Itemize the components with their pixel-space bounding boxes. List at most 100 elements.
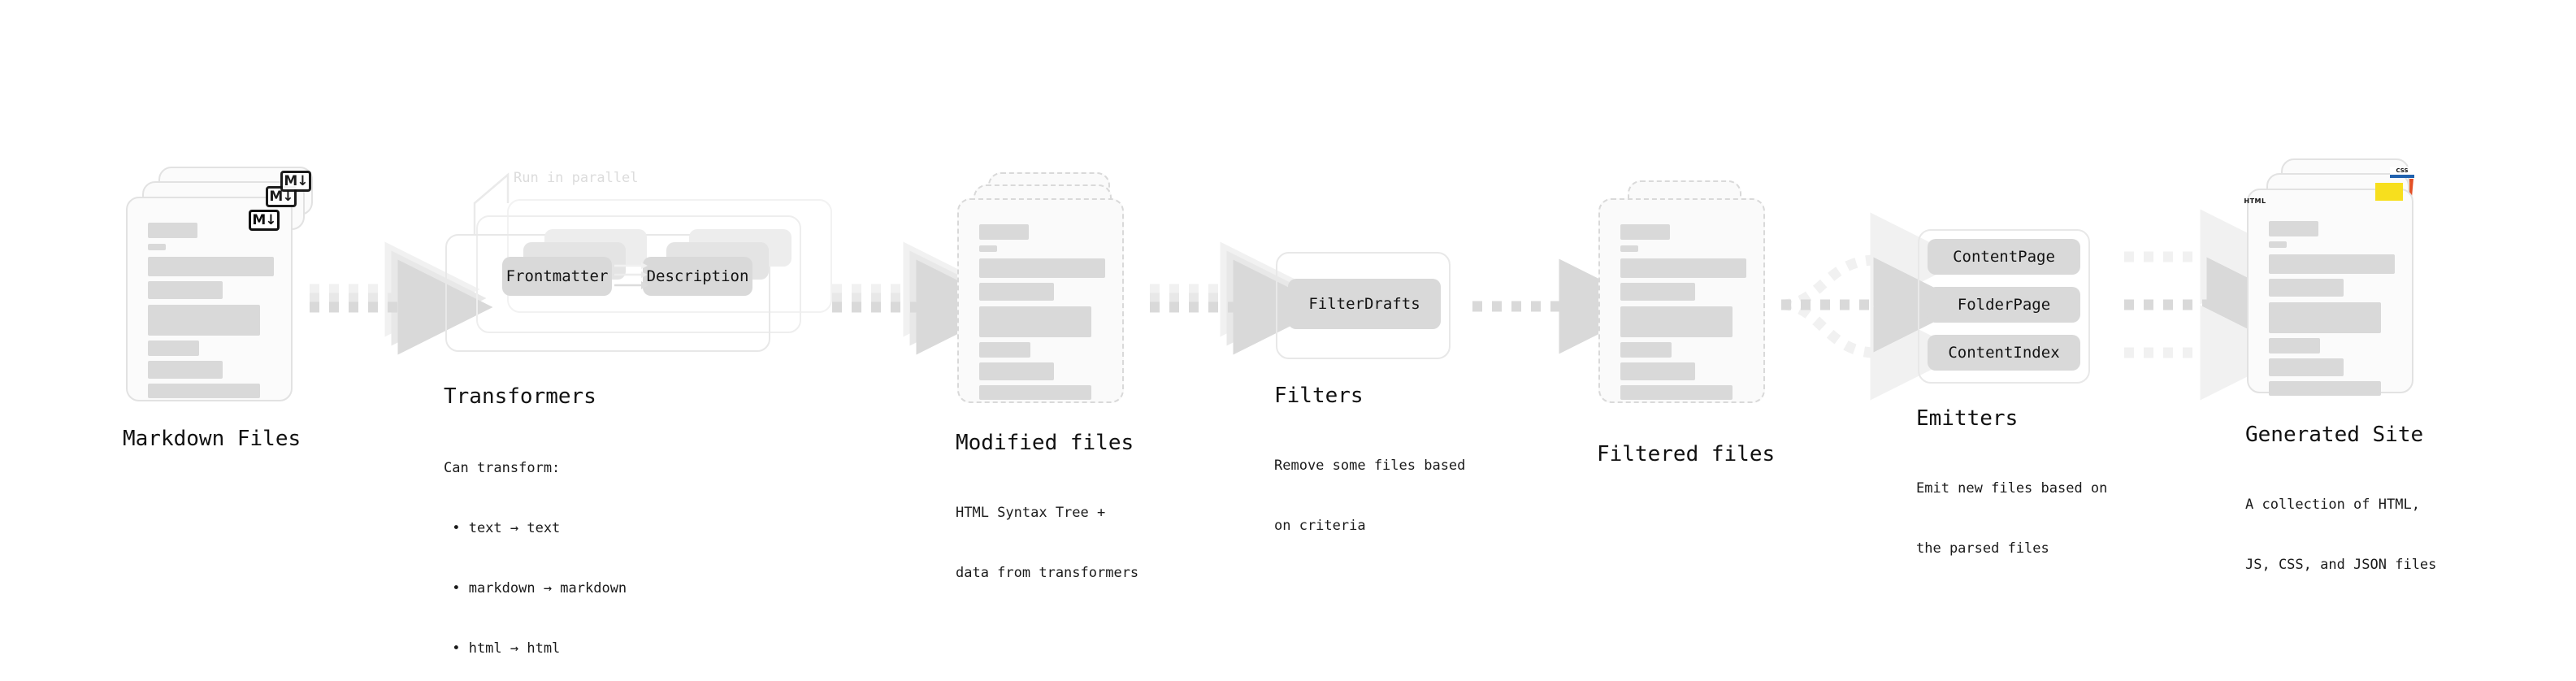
placeholder-bar <box>148 281 223 299</box>
placeholder-bar <box>1620 224 1670 240</box>
stage-title-emitters: Emitters <box>1916 406 2019 431</box>
placeholder-bar <box>148 340 199 356</box>
emitters-group-stack: ContentPage FolderPage ContentIndex <box>1918 229 2092 384</box>
placeholder-bar <box>2269 279 2344 297</box>
modified-caption-line-1: data from transformers <box>956 565 1139 582</box>
generated-caption-line-1: JS, CSS, and JSON files <box>2245 557 2437 574</box>
filters-group-stack: FilterDrafts <box>1276 252 1451 362</box>
placeholder-bar <box>1620 342 1672 358</box>
markdown-card-content <box>128 198 291 400</box>
placeholder-bar <box>979 385 1091 400</box>
connector-transformers-to-modified <box>832 241 1012 355</box>
transformers-caption-line-1: • text → text <box>444 520 561 537</box>
placeholder-bar <box>2269 241 2287 248</box>
emitters-chip-contentpage[interactable]: ContentPage <box>1928 239 2080 275</box>
transformer-inner-arrows <box>614 262 648 289</box>
stage-title-modified-files: Modified files <box>956 431 1134 455</box>
emitters-chip-folderpage[interactable]: FolderPage <box>1928 287 2080 323</box>
js-icon <box>2375 183 2403 201</box>
placeholder-bar <box>1620 258 1746 278</box>
markdown-icon-back: M↓ <box>280 171 311 192</box>
placeholder-bar <box>148 305 260 336</box>
transformer-box-mid <box>476 215 801 333</box>
emitters-caption-line-1: the parsed files <box>1916 540 2049 557</box>
stage-caption-emitters: Emit new files based on the parsed files <box>1916 439 2107 599</box>
stage-title-filters: Filters <box>1274 384 1364 408</box>
emitters-chip-contentindex[interactable]: ContentIndex <box>1928 335 2080 371</box>
placeholder-bar <box>2269 381 2381 396</box>
html5-icon-text: HTML <box>2244 197 2266 205</box>
transformer-chip-frontmatter[interactable]: Frontmatter <box>502 257 612 296</box>
generated-card-content <box>2249 190 2412 396</box>
placeholder-bar <box>2269 338 2320 354</box>
placeholder-bar <box>979 342 1030 358</box>
stage-caption-transformers: Can transform: • text → text • markdown … <box>444 419 627 681</box>
modified-card-front <box>957 198 1124 403</box>
transformers-caption-line-3: • html → html <box>444 640 561 657</box>
transformer-chip-description[interactable]: Description <box>643 257 752 296</box>
stage-caption-generated-site: A collection of HTML, JS, CSS, and JSON … <box>2245 455 2436 615</box>
stage-title-filtered-files: Filtered files <box>1597 442 1776 466</box>
stage-modified-files: Modified files HTML Syntax Tree + data f… <box>956 172 1138 581</box>
stage-generated-site: HTML CSS Generated Site A collection of … <box>2244 158 2436 573</box>
html5-icon-label: HTML <box>2239 198 2271 236</box>
css3-icon-underline <box>2390 175 2414 178</box>
filters-box <box>1276 252 1451 359</box>
placeholder-bar <box>1620 245 1638 252</box>
placeholder-bar <box>2269 254 2395 274</box>
transformers-caption-line-0: Can transform: <box>444 460 561 477</box>
placeholder-bar <box>979 245 997 252</box>
transformer-group-stack: Frontmatter Description <box>445 199 832 362</box>
connector-emitters-to-site <box>2124 209 2302 401</box>
filters-caption-line-1: on criteria <box>1274 518 1366 535</box>
filtered-card-content <box>1600 200 1763 401</box>
transformers-caption-line-2: • markdown → markdown <box>444 580 627 597</box>
stage-filtered-files: Filtered files <box>1597 180 1775 466</box>
stage-title-generated-site: Generated Site <box>2245 423 2424 447</box>
generated-caption-line-0: A collection of HTML, <box>2245 497 2420 514</box>
placeholder-bar <box>2269 221 2318 236</box>
stage-title-markdown-files: Markdown Files <box>123 427 301 451</box>
connector-modified-to-filters <box>1150 241 1329 355</box>
filters-caption-line-0: Remove some files based <box>1274 458 1466 475</box>
markdown-icon: M↓ <box>249 210 280 231</box>
modified-file-stack <box>957 172 1136 416</box>
placeholder-bar <box>148 361 223 379</box>
placeholder-bar <box>979 306 1091 337</box>
generated-site-stack: HTML CSS <box>2244 158 2434 410</box>
placeholder-bar <box>148 223 197 238</box>
stage-caption-filters: Remove some files based on criteria <box>1274 416 1465 576</box>
placeholder-bar <box>1620 306 1733 337</box>
placeholder-bar <box>2269 302 2381 333</box>
emitters-caption-line-0: Emit new files based on <box>1916 480 2108 497</box>
connector-filtered-to-emitters <box>1780 212 1969 401</box>
placeholder-bar <box>979 224 1029 240</box>
stage-title-transformers: Transformers <box>444 384 596 409</box>
filtered-card-front <box>1598 198 1765 403</box>
filters-chip-filterdrafts[interactable]: FilterDrafts <box>1288 279 1441 329</box>
run-in-parallel-annotation: Run in parallel <box>514 170 639 186</box>
transformer-box-back <box>507 199 832 313</box>
placeholder-bar <box>979 258 1105 278</box>
placeholder-bar <box>2269 358 2344 376</box>
stage-markdown-files: M↓ M↓ M↓ Markdown Files <box>123 167 313 451</box>
connector-md-to-transformers <box>310 241 493 355</box>
placeholder-bar <box>1620 385 1733 400</box>
placeholder-bar <box>148 384 260 398</box>
placeholder-bar <box>979 283 1054 301</box>
placeholder-bar <box>979 362 1054 380</box>
placeholder-bar <box>1620 283 1695 301</box>
placeholder-bar <box>1620 362 1695 380</box>
modified-card-content <box>959 200 1122 401</box>
placeholder-bar <box>148 257 274 276</box>
generated-card-front: HTML <box>2244 189 2413 396</box>
css3-icon-text: CSS <box>2396 167 2409 174</box>
markdown-card-front: M↓ <box>126 197 293 401</box>
stage-caption-modified-files: HTML Syntax Tree + data from transformer… <box>956 463 1138 623</box>
placeholder-bar <box>148 244 166 250</box>
markdown-file-stack: M↓ M↓ M↓ <box>126 167 313 414</box>
css3-icon: CSS <box>2390 167 2414 178</box>
emitters-box <box>1918 229 2090 384</box>
filtered-file-stack <box>1598 180 1773 424</box>
